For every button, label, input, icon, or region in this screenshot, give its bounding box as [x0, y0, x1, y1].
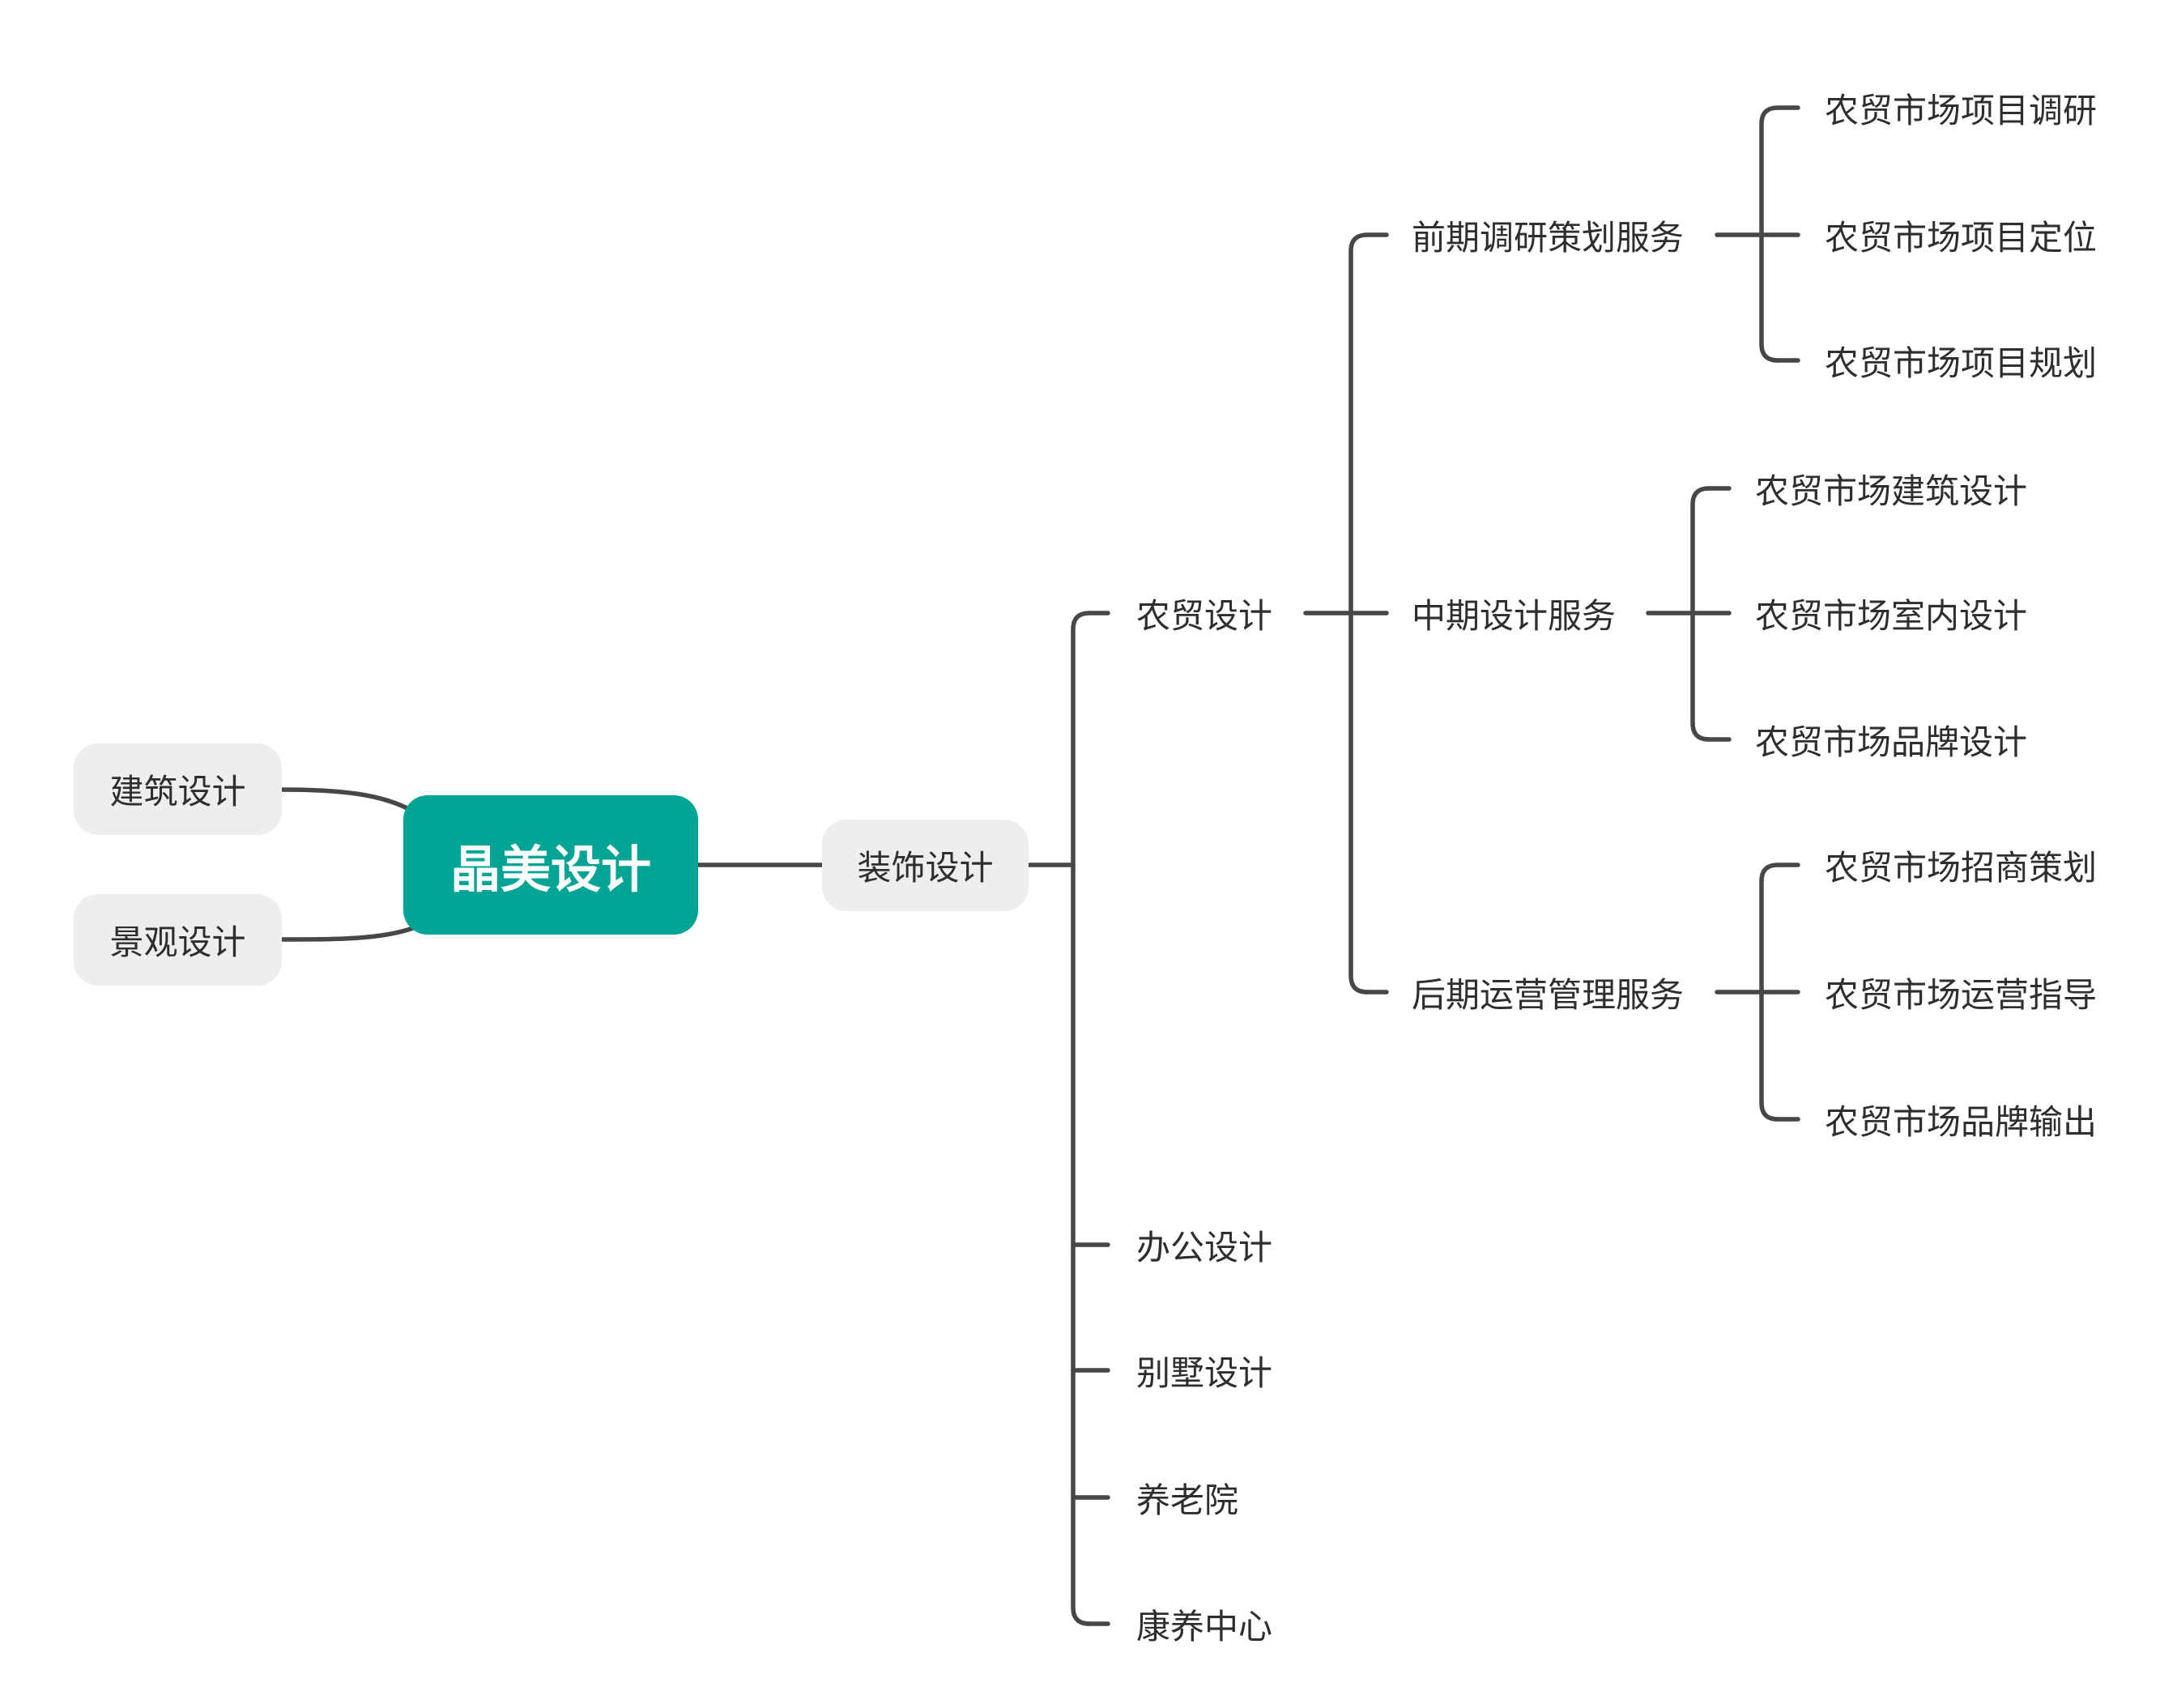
- node-early-item-planning[interactable]: 农贸市场项目规划: [1825, 343, 2098, 383]
- node-villa-design[interactable]: 别墅设计: [1136, 1352, 1273, 1393]
- node-health-center[interactable]: 康养中心: [1136, 1606, 1273, 1646]
- node-middle-phase[interactable]: 中期设计服务: [1412, 595, 1617, 636]
- node-early-phase[interactable]: 前期调研策划服务: [1412, 217, 1685, 258]
- node-landscape-design[interactable]: 景观设计: [74, 894, 282, 986]
- node-middle-item-brand[interactable]: 农贸市场品牌设计: [1755, 722, 2028, 762]
- node-root[interactable]: 晶美设计: [403, 795, 698, 935]
- connector-root-architecture: [279, 787, 424, 819]
- node-early-item-positioning[interactable]: 农贸市场项目定位: [1825, 217, 2098, 258]
- node-middle-item-interior[interactable]: 农贸市场室内设计: [1755, 595, 2028, 636]
- node-late-item-brand-output[interactable]: 农贸市场品牌输出: [1825, 1101, 2098, 1142]
- node-late-item-operation[interactable]: 农贸市场运营指导: [1825, 974, 2098, 1015]
- node-market-design[interactable]: 农贸设计: [1136, 595, 1273, 636]
- connector-decoration-spine: [1071, 611, 1092, 1626]
- node-middle-item-architecture[interactable]: 农贸市场建筑设计: [1755, 471, 2028, 511]
- node-nursing-home[interactable]: 养老院: [1136, 1480, 1239, 1520]
- connector-root-landscape: [279, 922, 424, 942]
- node-early-item-research[interactable]: 农贸市场项目调研: [1825, 90, 2098, 130]
- node-office-design[interactable]: 办公设计: [1136, 1227, 1273, 1267]
- node-late-item-investment[interactable]: 农贸市场招商策划: [1825, 847, 2098, 888]
- node-decoration-design[interactable]: 装饰设计: [822, 820, 1029, 911]
- node-late-phase[interactable]: 后期运营管理服务: [1412, 974, 1685, 1015]
- node-architecture-design[interactable]: 建筑设计: [74, 743, 282, 835]
